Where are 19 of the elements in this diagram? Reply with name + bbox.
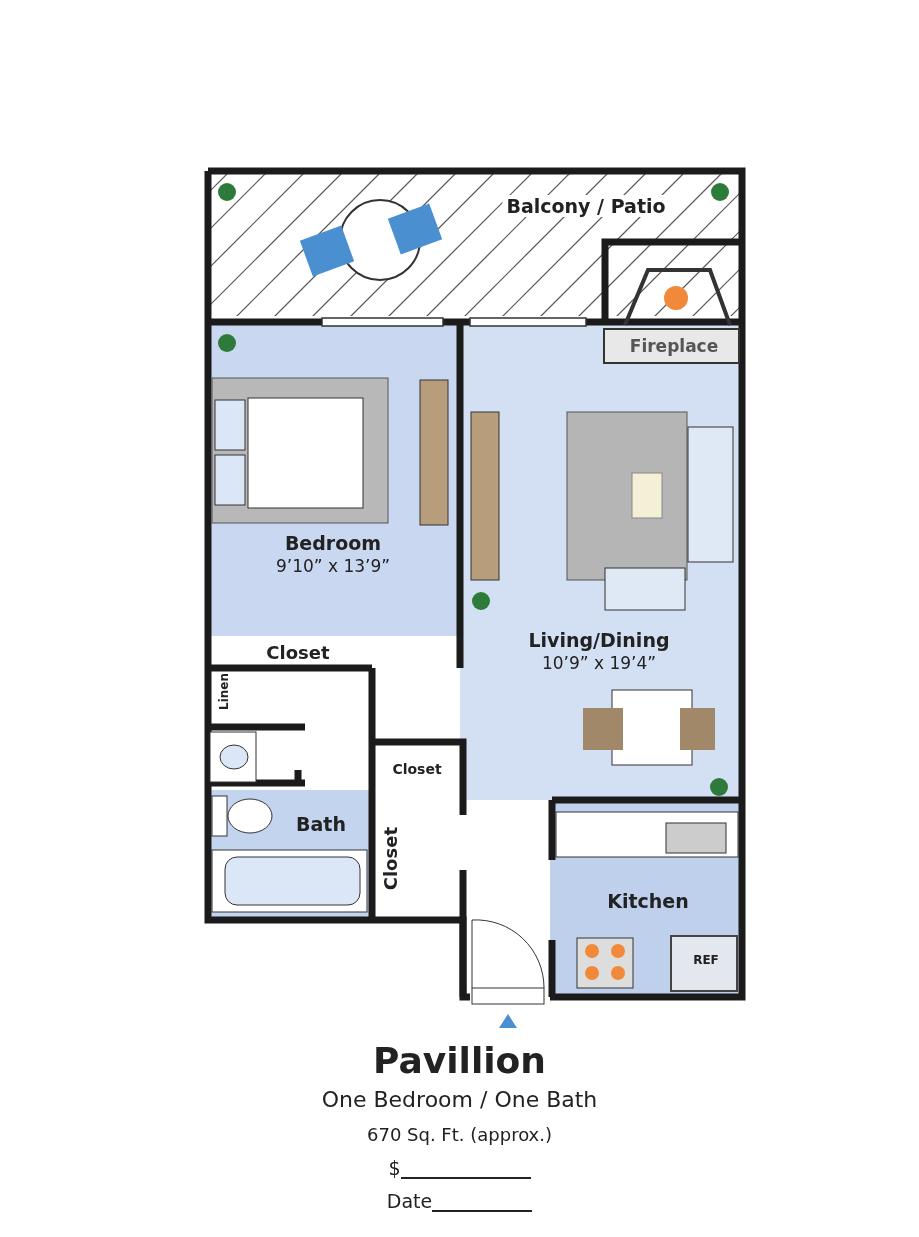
price-label: $ — [388, 1157, 401, 1179]
room-label: Closet — [266, 642, 330, 663]
room-dimensions: 10’9” x 19’4” — [541, 653, 657, 673]
room-dimensions: 9’10” x 13’9” — [275, 556, 391, 576]
room-label: Bath — [296, 813, 346, 835]
fireplace — [603, 328, 740, 364]
refrigerator — [670, 935, 738, 992]
square-footage: 670 Sq. Ft. (approx.) — [367, 1124, 552, 1145]
room-label: Linen — [217, 673, 231, 710]
room-label: Fireplace — [629, 336, 719, 356]
plan-title: Pavillion — [373, 1040, 546, 1081]
room-label: Living/Dining — [528, 629, 670, 651]
room-label: Closet — [379, 827, 401, 891]
room-label: Bedroom — [284, 532, 382, 554]
room-label: Closet — [392, 761, 442, 777]
room-label: REF — [693, 953, 719, 967]
room-label: Kitchen — [607, 890, 689, 912]
date-label: Date — [386, 1190, 433, 1212]
unit-type: One Bedroom / One Bath — [321, 1087, 598, 1112]
